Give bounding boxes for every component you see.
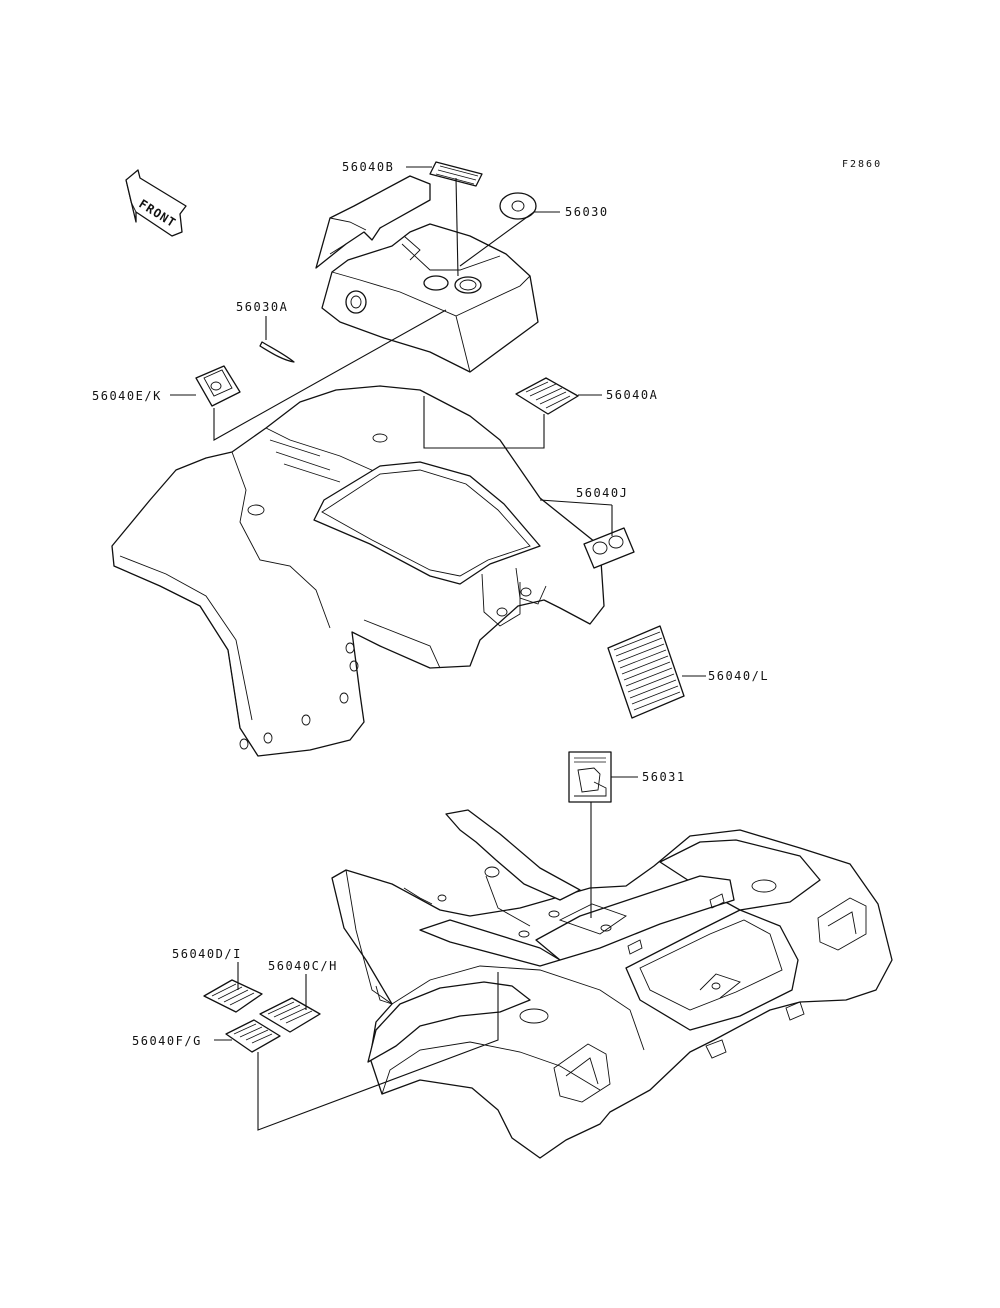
label-56040FG: 56040F/G: [132, 1034, 202, 1048]
decal-56040FG: [225, 1019, 281, 1053]
decal-56040A: [515, 377, 579, 415]
front-fender-part: [111, 385, 605, 757]
rear-fender-part: [331, 809, 893, 1159]
label-56030: 56030: [565, 205, 609, 219]
label-56040J: 56040J: [576, 486, 628, 500]
label-56030A: 56030A: [236, 300, 288, 314]
label-56040DI: 56040D/I: [172, 947, 242, 961]
figure-code: F2860: [842, 159, 882, 170]
decal-56040DI: [203, 979, 263, 1013]
decal-56030A: [259, 341, 295, 363]
label-56040L: 56040/L: [708, 669, 769, 683]
front-arrow-icon: FRONT: [125, 169, 187, 237]
decal-56040L: [607, 625, 685, 719]
decal-56040J: [583, 527, 635, 569]
decal-56040B: [429, 161, 483, 187]
label-56031: 56031: [642, 770, 686, 784]
label-56040EK: 56040E/K: [92, 389, 162, 403]
part-labels: 56040B 56030 56030A 56040E/K 56040A 5604…: [92, 160, 769, 1048]
decal-56040EK: [195, 365, 241, 407]
label-56040A: 56040A: [606, 388, 658, 402]
upper-cover-part: [315, 175, 539, 373]
label-56040B: 56040B: [342, 160, 394, 174]
leader-lines: [170, 166, 706, 1131]
decal-56030: [499, 192, 537, 220]
decal-56031: [568, 751, 612, 803]
label-56040CH: 56040C/H: [268, 959, 338, 973]
decal-56040CH: [259, 997, 321, 1033]
